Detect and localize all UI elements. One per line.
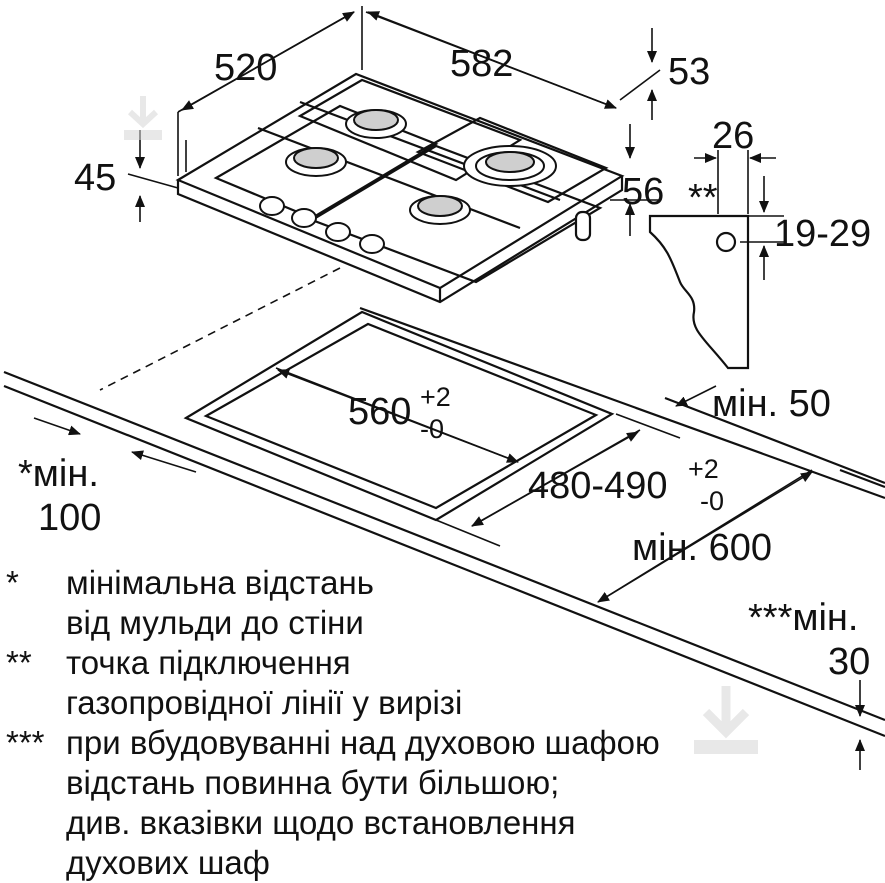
dim-cutout-width: 560 — [348, 391, 411, 433]
note-3-line-4: духових шаф — [4, 843, 884, 883]
knob-3 — [325, 222, 351, 242]
dim-cutout-depth-tol-minus: -0 — [700, 486, 724, 516]
note-2-mark: ** — [6, 644, 32, 681]
note-1-line-2: від мульди до стіни — [4, 603, 884, 643]
burner-front-left — [285, 147, 347, 177]
note-3-line-2: відстань повинна бути більшою; — [4, 763, 884, 803]
dim-height-total: 45 — [74, 157, 116, 199]
burners — [285, 109, 557, 225]
dim-height-side: 56 — [622, 171, 664, 213]
burner-rear-left — [345, 109, 407, 139]
note-2-line-2: газопровідної лінії у вирізі — [4, 683, 884, 723]
dim-min-wall-2: 100 — [38, 497, 101, 539]
note-1-text-1: мінімальна відстань — [66, 564, 374, 601]
note-3-line-3: див. вказівки щодо встановлення — [4, 803, 884, 843]
footnotes: * мінімальна відстань від мульди до стін… — [4, 563, 884, 883]
dim-width: 582 — [450, 43, 513, 85]
burner-front-right — [409, 195, 471, 225]
dim-cutout-depth-tol-plus: +2 — [688, 454, 719, 484]
note-3-text-3: див. вказівки щодо встановлення — [66, 804, 576, 841]
control-knobs — [259, 196, 385, 254]
cutout-dimension-lines — [33, 367, 865, 770]
note-2-line-1: ** точка підключення — [4, 643, 884, 683]
dim-min-oven-2: 30 — [828, 641, 870, 683]
note-2-text-2: газопровідної лінії у вирізі — [66, 684, 463, 721]
note-1-line-1: * мінімальна відстань — [4, 563, 884, 603]
note-3-text-2: відстань повинна бути більшою; — [66, 764, 560, 801]
knob-2 — [291, 208, 317, 228]
note-1-text-2: від мульди до стіни — [66, 604, 364, 641]
dim-min-wall-1: *мін. — [18, 453, 99, 495]
cutout — [183, 310, 615, 522]
dim-depth: 520 — [214, 47, 277, 89]
hob-dimension-lines — [127, 6, 661, 236]
dim-min-back: мін. 50 — [712, 383, 831, 425]
side-profile-detail — [648, 150, 784, 370]
dim-connector-height: 19-29 — [774, 213, 871, 255]
dim-cutout-width-tol-minus: -0 — [420, 414, 444, 444]
watermark-icon-top — [124, 96, 162, 140]
dim-connector-offset: 26 — [712, 115, 754, 157]
dim-cutout-width-tol-plus: +2 — [420, 382, 451, 412]
dim-connector-mark: ** — [688, 177, 718, 219]
dim-top-offset: 53 — [668, 51, 710, 93]
watermark-icon-bottom — [694, 686, 758, 754]
dim-min-oven-1: ***мін. — [748, 597, 858, 639]
note-3-text-1: при вбудовуванні над духовою шафою — [66, 724, 660, 761]
burner-rear-right — [463, 145, 557, 187]
hob — [175, 72, 625, 304]
dim-min-worktop: мін. 600 — [632, 527, 772, 569]
worktop-back-edge — [664, 396, 885, 485]
note-3-line-1: *** при вбудовуванні над духовою шафою — [4, 723, 884, 763]
knob-4 — [359, 234, 385, 254]
projection-dashed-line — [99, 267, 341, 391]
note-3-text-4: духових шаф — [66, 844, 270, 881]
worktop — [3, 306, 885, 738]
note-2-text-1: точка підключення — [66, 644, 351, 681]
knob-1 — [259, 196, 285, 216]
note-1-mark: * — [6, 564, 19, 601]
worktop-back-edge-2 — [839, 468, 885, 489]
dim-cutout-depth: 480-490 — [528, 465, 667, 507]
note-3-mark: *** — [6, 724, 45, 761]
